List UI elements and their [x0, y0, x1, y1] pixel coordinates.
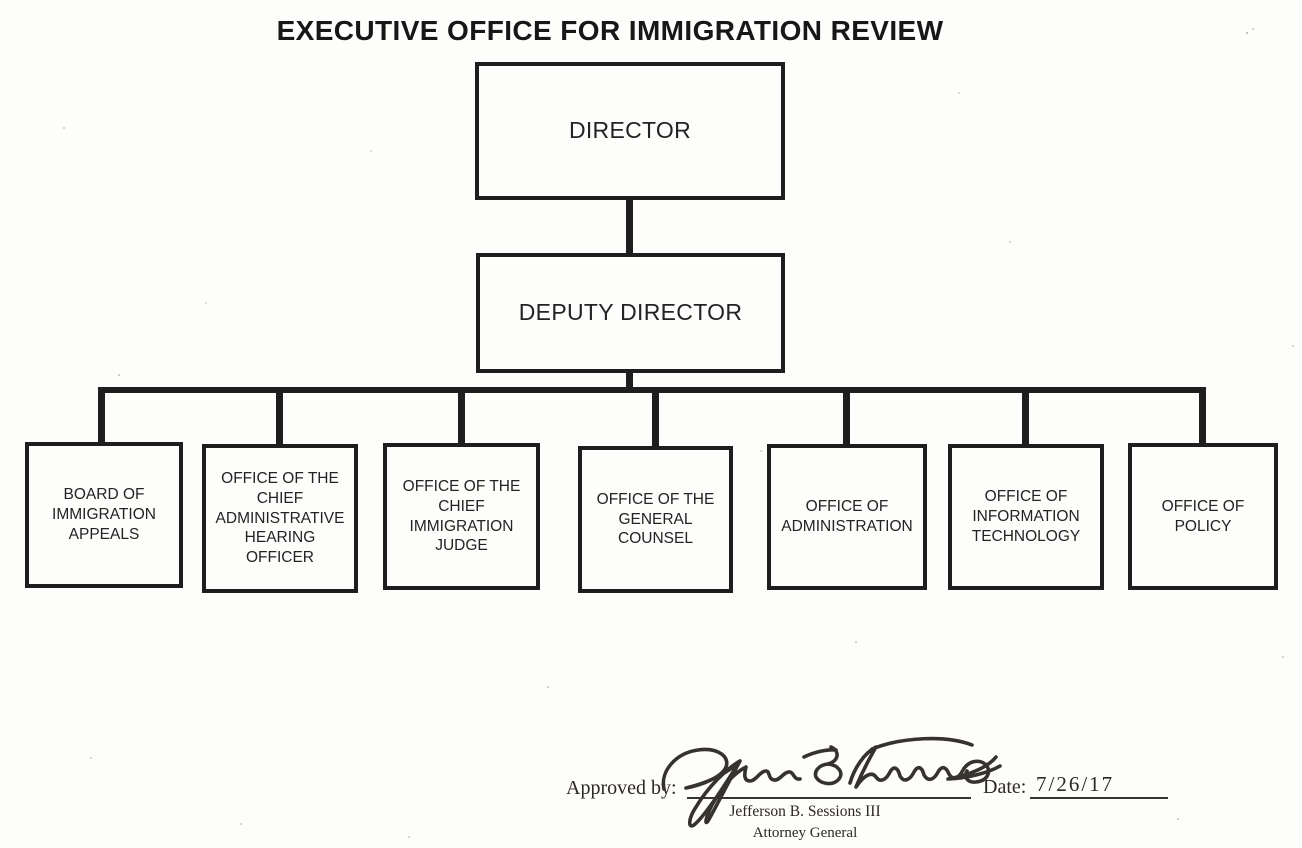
connector-drop-1	[98, 389, 105, 447]
date-value: 7/26/17	[1036, 772, 1115, 796]
signatory-name: Jefferson B. Sessions III	[729, 803, 881, 820]
approved-by-label: Approved by:	[566, 777, 677, 799]
org-box-director: DIRECTOR	[475, 62, 785, 200]
org-box-label: BOARD OF IMMIGRATION APPEALS	[52, 486, 156, 543]
connector-drop-7	[1199, 389, 1206, 447]
date-label: Date:	[983, 776, 1027, 798]
org-box-label: OFFICE OF THE CHIEF IMMIGRATION JUDGE	[402, 477, 521, 555]
connector-drop-6	[1022, 389, 1029, 447]
org-box-office-of-the-chief-immigration-judge: OFFICE OF THE CHIEF IMMIGRATION JUDGE	[383, 443, 540, 590]
date-underline	[1030, 797, 1168, 799]
org-box-label: OFFICE OF THE GENERAL COUNSEL	[596, 490, 715, 548]
signature-stroke-middle-initial	[802, 745, 843, 786]
org-box-board-of-immigration-appeals: BOARD OF IMMIGRATION APPEALS	[25, 442, 183, 588]
org-box-office-of-the-chief-administrative-hearing-officer: OFFICE OF THE CHIEF ADMINISTRATIVE HEARI…	[202, 444, 358, 593]
connector-deputy-bus	[626, 369, 633, 391]
signature-stroke-last	[848, 736, 1002, 789]
org-box-office-of-policy: OFFICE OF POLICY	[1128, 443, 1278, 590]
connector-drop-4	[652, 389, 659, 449]
signature-scrawl	[650, 733, 1020, 828]
org-box-label: OFFICE OF THE CHIEF ADMINISTRATIVE HEARI…	[215, 469, 345, 567]
org-box-director-label: DIRECTOR	[568, 117, 692, 144]
signature-stroke-first	[661, 747, 802, 828]
org-box-label: OFFICE OF INFORMATION TECHNOLOGY	[971, 488, 1081, 545]
org-box-deputy-director: DEPUTY DIRECTOR	[476, 253, 785, 373]
signatory-title: Attorney General	[752, 824, 858, 841]
connector-drop-2	[276, 389, 283, 447]
signature-line	[687, 797, 971, 799]
page-title: EXECUTIVE OFFICE FOR IMMIGRATION REVIEW	[276, 15, 944, 46]
scan-noise	[0, 0, 2, 2]
org-box-office-of-the-general-counsel: OFFICE OF THE GENERAL COUNSEL	[578, 446, 733, 593]
connector-drop-5	[843, 389, 850, 447]
org-box-office-of-administration: OFFICE OF ADMINISTRATION	[767, 444, 927, 590]
signatory-block: Jefferson B. Sessions III Attorney Gener…	[660, 801, 950, 844]
connector-director-deputy	[626, 196, 633, 256]
org-box-deputy-director-label: DEPUTY DIRECTOR	[518, 299, 743, 326]
org-box-label: OFFICE OF POLICY	[1161, 497, 1245, 535]
org-box-office-of-information-technology: OFFICE OF INFORMATION TECHNOLOGY	[948, 444, 1104, 590]
connector-drop-3	[458, 389, 465, 447]
org-box-label: OFFICE OF ADMINISTRATION	[781, 498, 913, 535]
